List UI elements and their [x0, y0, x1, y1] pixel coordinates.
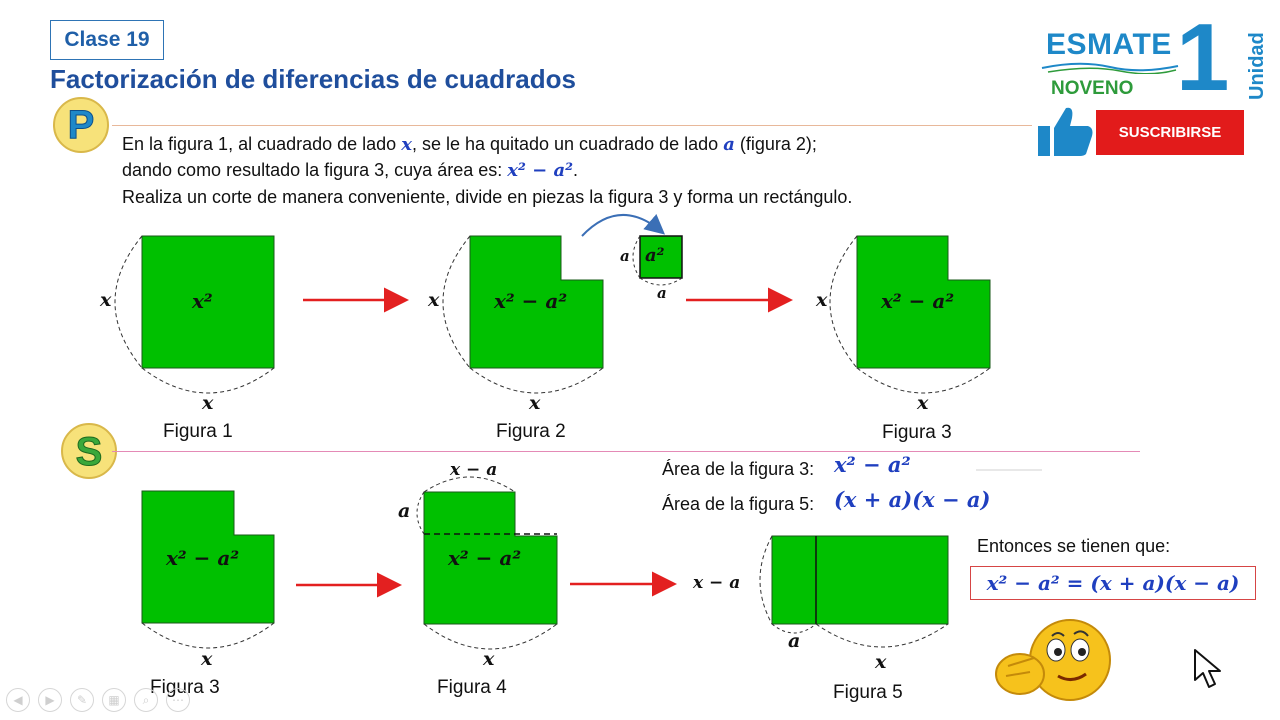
zoom-icon[interactable]: ⌕ — [134, 688, 158, 712]
fig4-area: x² − a² — [448, 546, 522, 570]
var-a: a — [723, 134, 735, 155]
fig4-caption: Figura 4 — [437, 677, 507, 698]
problem-line-3: Realiza un corte de manera conveniente, … — [122, 187, 853, 207]
dashed-arc — [416, 491, 425, 535]
dashed-arc — [423, 623, 558, 650]
fig4-left: a — [398, 500, 411, 522]
problem-text: . — [573, 160, 579, 180]
slides-icon[interactable]: ▦ — [102, 688, 126, 712]
s-badge-letter: S — [76, 430, 103, 474]
problem-line-1: En la figura 1, al cuadrado de lado x, s… — [122, 134, 817, 155]
var-x: x — [401, 134, 412, 155]
problem-text: , se le ha quitado un cuadrado de lado — [411, 134, 724, 154]
fig1-side-left: x — [100, 289, 112, 311]
dashed-arc — [442, 235, 471, 369]
fig1-side-bottom: x — [202, 392, 214, 414]
s-badge-icon: S — [61, 423, 117, 479]
section-divider-solution — [112, 451, 1140, 452]
dashed-arc — [759, 535, 773, 625]
esmate-logo: ESMATE — [1046, 28, 1172, 61]
area-fig3-expr: x² − a² — [834, 452, 911, 477]
fig3b-area: x² − a² — [166, 546, 240, 570]
p-badge-icon: P — [53, 97, 109, 153]
conclusion-label: Entonces se tienen que: — [977, 536, 1171, 556]
move-arrow — [581, 213, 666, 237]
fig2-area: x² − a² — [494, 289, 568, 313]
area-expression: x² − a² — [507, 160, 574, 181]
fig4-side-bottom: x — [483, 648, 495, 670]
fig5-caption: Figura 5 — [833, 682, 903, 703]
p-badge-letter: P — [68, 103, 95, 147]
dashed-arc — [141, 622, 275, 649]
presentation-toolbar: ◀ ▶ ✎ ▦ ⌕ ⋯ — [6, 688, 190, 712]
more-icon[interactable]: ⋯ — [166, 688, 190, 712]
thinking-emoji-icon — [995, 619, 1111, 701]
class-label: Clase 19 — [50, 20, 164, 60]
fig1-area: x² — [192, 289, 213, 313]
dashed-arc — [632, 235, 641, 279]
problem-text: (figura 2); — [734, 134, 817, 154]
figure-1-square — [141, 235, 275, 369]
subscribe-button[interactable]: SUSCRIBIRSE — [1096, 110, 1244, 155]
fig3-area: x² − a² — [881, 289, 955, 313]
thumbs-up-icon[interactable] — [1036, 104, 1094, 158]
dashed-arc — [141, 367, 275, 394]
result-equation: x² − a² = (x + a)(x − a) — [986, 571, 1240, 595]
small-square-left: a — [620, 247, 630, 265]
area-fig5-label: Área de la figura 5: — [662, 494, 815, 514]
result-box: x² − a² = (x + a)(x − a) — [970, 566, 1256, 600]
fig4-top: x − a — [450, 460, 498, 480]
fig3b-side-bottom: x — [201, 648, 213, 670]
section-divider-problem — [112, 125, 1032, 126]
small-square-a2 — [639, 235, 683, 279]
figure-5-rectangle — [771, 535, 949, 625]
small-square-area: a² — [645, 245, 665, 266]
fig2-side-left: x — [428, 289, 440, 311]
problem-text: En la figura 1, al cuadrado de lado — [122, 134, 402, 154]
prev-slide-icon[interactable]: ◀ — [6, 688, 30, 712]
dashed-arc — [829, 235, 858, 369]
pen-icon[interactable]: ✎ — [70, 688, 94, 712]
fig5-bottom-big: x — [875, 651, 887, 673]
unit-number: 1 — [1176, 4, 1230, 111]
logo-wave-icon — [1041, 62, 1179, 74]
fig2-side-bottom: x — [529, 392, 541, 414]
dashed-arc — [815, 623, 949, 648]
fig5-left: x − a — [693, 573, 741, 593]
problem-line-2: dando como resultado la figura 3, cuya á… — [122, 160, 578, 181]
area-fig3-label: Área de la figura 3: — [662, 459, 815, 479]
grade-label: NOVENO — [1051, 78, 1134, 99]
fig2-caption: Figura 2 — [496, 421, 566, 442]
fig3-side-left: x — [816, 289, 828, 311]
page-title: Factorización de diferencias de cuadrado… — [50, 64, 576, 94]
area-fig5-expr: (x + a)(x − a) — [834, 487, 991, 512]
problem-text: dando como resultado la figura 3, cuya á… — [122, 160, 508, 180]
dashed-arc — [771, 623, 817, 634]
fig5-bottom-small: a — [788, 630, 801, 652]
dashed-arc — [856, 367, 991, 394]
fig3-side-bottom: x — [917, 392, 929, 414]
dashed-arc — [469, 367, 604, 394]
fig3-caption: Figura 3 — [882, 422, 952, 443]
dashed-arc — [114, 235, 143, 369]
small-square-bottom: a — [657, 284, 667, 302]
cursor-icon — [1194, 649, 1221, 688]
fig1-caption: Figura 1 — [163, 421, 233, 442]
dashed-arc — [423, 476, 516, 493]
next-slide-icon[interactable]: ▶ — [38, 688, 62, 712]
